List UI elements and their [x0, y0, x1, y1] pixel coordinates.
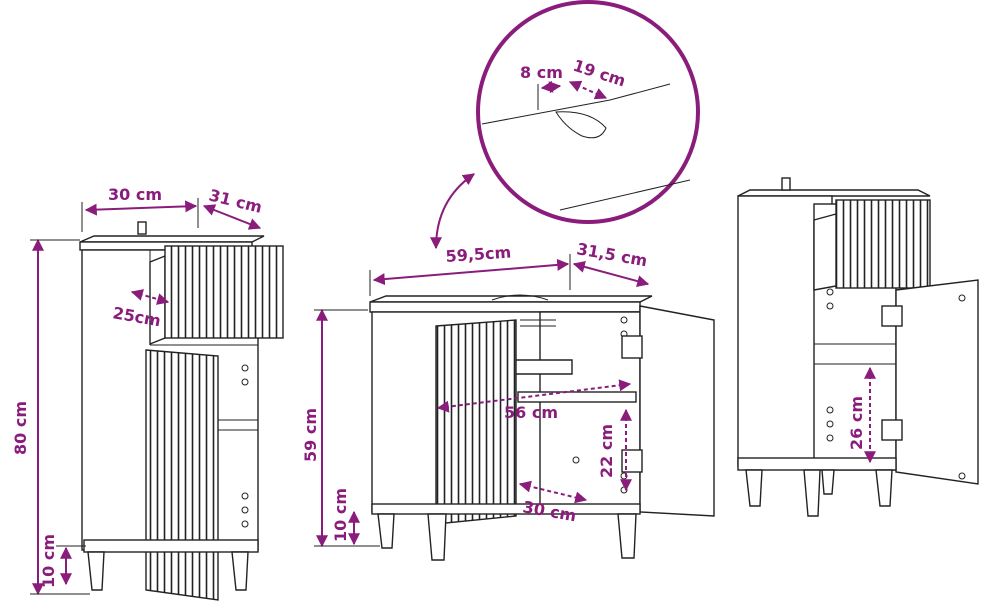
middle-leg-label: 10 cm	[331, 488, 350, 542]
hinge-icon	[621, 335, 643, 359]
left-cabinet	[79, 221, 284, 601]
hinge-icon	[881, 419, 903, 441]
middle-inner-width-label: 56 cm	[504, 403, 558, 422]
left-leg-1	[87, 551, 105, 591]
sink-cutout	[491, 294, 549, 301]
middle-depth-label: 31,5 cm	[575, 239, 648, 270]
right-cabinet	[737, 177, 979, 517]
right-drawer-front	[835, 199, 931, 289]
left-depth-label: 31 cm	[207, 185, 264, 216]
right-leg-1	[745, 469, 763, 507]
right-shelf-height-label: 26 cm	[847, 396, 866, 450]
middle-plinth	[371, 503, 641, 515]
middle-door-left	[435, 319, 517, 525]
left-top-surface	[79, 235, 265, 243]
middle-width-label: 59,5cm	[445, 242, 512, 266]
detail-cutout	[555, 111, 607, 139]
detail-top-edge	[481, 83, 671, 125]
middle-leg-3	[617, 513, 637, 559]
right-drawer-side	[813, 213, 837, 291]
detail-magnifier: 8 cm 19 cm	[476, 0, 700, 224]
middle-cabinet	[369, 294, 715, 561]
hinge-icon	[881, 305, 903, 327]
left-fitting-icon	[137, 221, 147, 235]
middle-back-panel	[514, 359, 573, 375]
left-leg-2	[231, 551, 249, 591]
middle-top-surface	[369, 295, 653, 303]
middle-door-right	[639, 305, 715, 517]
middle-top-edge	[369, 301, 641, 313]
right-leg-2	[803, 469, 821, 517]
left-height-label: 80 cm	[11, 401, 30, 455]
right-top-surface	[737, 189, 931, 197]
left-door	[145, 349, 219, 601]
middle-leg-2	[427, 513, 447, 561]
left-leg-label: 10 cm	[39, 534, 58, 588]
left-width-label: 30 cm	[108, 185, 162, 204]
middle-shelf	[517, 391, 637, 403]
cutout-width-label: 8 cm	[520, 63, 563, 82]
left-drawer-front	[164, 245, 284, 339]
right-fitting-icon	[781, 177, 791, 191]
magnifier-circle	[476, 0, 700, 224]
right-door	[895, 279, 979, 485]
middle-leg-1	[377, 513, 395, 549]
detail-front-edge	[559, 179, 691, 211]
magnifier-pointer-arrow	[430, 173, 475, 250]
right-plinth	[737, 457, 897, 471]
middle-height-label: 59 cm	[301, 408, 320, 462]
middle-shelf-height-label: 22 cm	[597, 424, 616, 478]
right-leg-4	[875, 469, 893, 507]
right-leg-3	[821, 469, 835, 495]
left-plinth	[83, 539, 259, 553]
